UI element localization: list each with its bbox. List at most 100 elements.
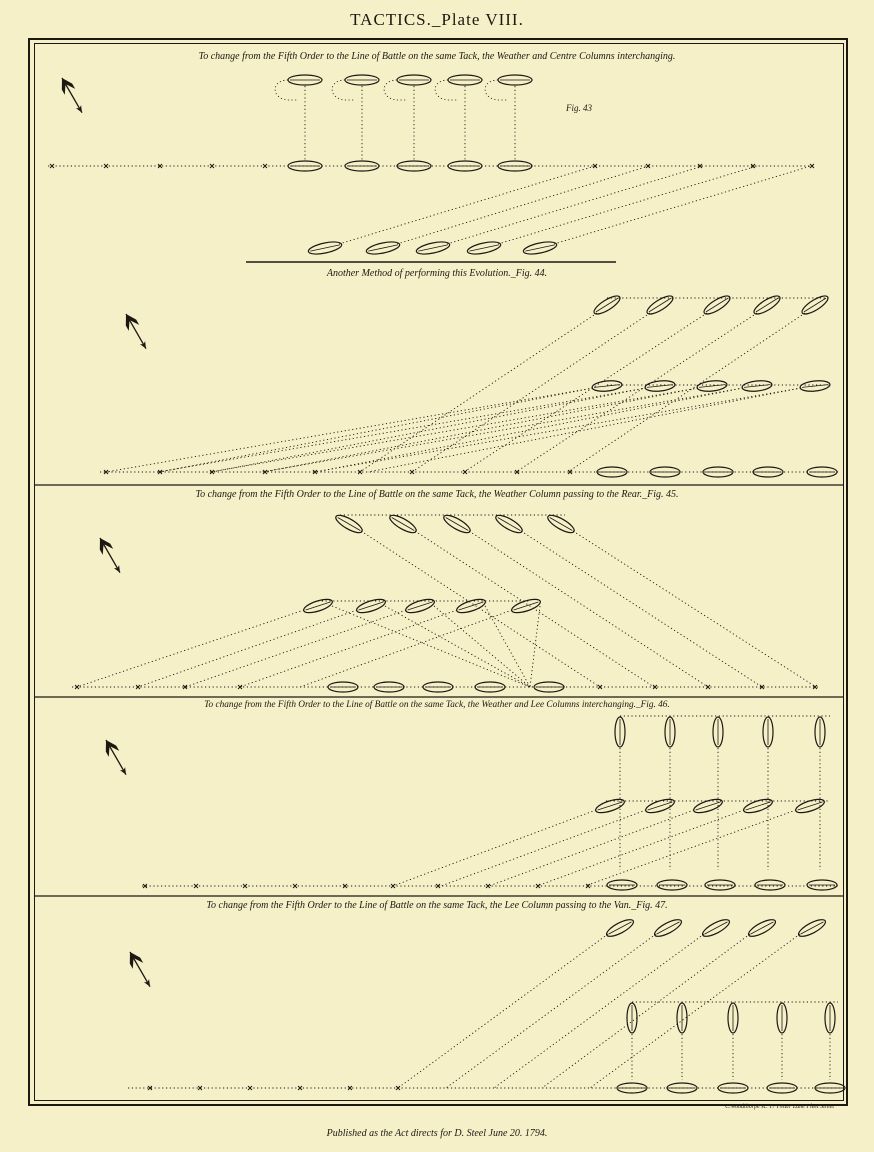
ship-hull (753, 295, 781, 315)
ship-keel (458, 601, 484, 611)
ship-hull (593, 295, 621, 315)
ship-symbol (405, 598, 435, 614)
ship-symbol (649, 466, 681, 478)
dotted-line (433, 605, 531, 688)
station-mark (103, 163, 109, 169)
ship-keel (368, 244, 398, 252)
ship-symbol (644, 380, 676, 392)
ship-hull (644, 380, 676, 392)
ship-symbol (762, 716, 774, 748)
dotted-line (137, 609, 358, 688)
ship-hull (717, 1082, 749, 1094)
ship-hull (799, 380, 831, 392)
ship-hull (696, 380, 728, 392)
ship-keel (513, 601, 539, 611)
ship-keel (750, 921, 774, 935)
ship-hull (606, 879, 638, 891)
ship-hull (806, 879, 838, 891)
ship-symbol (396, 74, 432, 86)
station-mark (237, 684, 243, 690)
ship-hull (547, 514, 575, 534)
ship-symbol (456, 598, 486, 614)
arrow-head (119, 767, 126, 775)
ship-hull (595, 798, 625, 814)
ship-symbol (717, 1082, 749, 1094)
ship-hull (344, 74, 380, 86)
ship-symbol (702, 466, 734, 478)
ship-hull (456, 598, 486, 614)
ship-symbol (814, 1082, 846, 1094)
ship-symbol (703, 295, 731, 315)
dotted-line (520, 530, 763, 688)
station-mark (312, 469, 318, 475)
ship-hull (447, 74, 483, 86)
ship-symbol (801, 295, 829, 315)
wind-arrows (61, 77, 151, 987)
dotted-line (515, 312, 758, 473)
dotted-line (446, 165, 704, 245)
ship-keel (595, 297, 619, 313)
plate-title: TACTICS._Plate VIII. (350, 10, 524, 29)
ship-hull (344, 160, 380, 172)
ship-symbol (596, 466, 628, 478)
ship-hull (307, 241, 343, 255)
ship-keel (648, 297, 672, 313)
ship-symbol (344, 160, 380, 172)
ship-hull (356, 598, 386, 614)
ship-symbol (664, 716, 676, 748)
ship-hull (704, 879, 736, 891)
ship-keel (608, 921, 632, 935)
ship-symbol (704, 879, 736, 891)
ship-keel (305, 601, 331, 611)
ship-symbol (495, 514, 523, 534)
ship-hull (616, 1082, 648, 1094)
fig44-caption: Another Method of performing this Evolut… (326, 268, 548, 279)
dotted-line (367, 387, 802, 473)
ship-symbol (396, 160, 432, 172)
dotted-turn (484, 79, 507, 101)
ship-symbol (797, 919, 827, 937)
ship-hull (511, 598, 541, 614)
dotted-line (468, 530, 709, 688)
station-mark (585, 883, 591, 889)
ship-symbol (776, 1002, 788, 1034)
dotted-turn (383, 79, 406, 101)
ship-symbol (389, 514, 417, 534)
ship-symbol (415, 241, 451, 255)
station-mark (142, 883, 148, 889)
ship-hull (702, 466, 734, 478)
publisher-line: Published as the Act directs for D. Stee… (326, 1128, 548, 1139)
ship-hull (415, 241, 451, 255)
ship-symbol (741, 380, 773, 392)
fig43-label: Fig. 43 (566, 103, 592, 113)
dotted-line (584, 809, 797, 887)
station-mark (157, 163, 163, 169)
dotted-line (299, 609, 513, 688)
dotted-line (263, 387, 699, 473)
ship-hull (712, 716, 724, 748)
ship-hull (727, 1002, 739, 1034)
ship-hull (795, 798, 825, 814)
dotted-line (159, 387, 594, 473)
ship-hull (766, 1082, 798, 1094)
station-mark (535, 883, 541, 889)
ship-keel (445, 517, 469, 531)
station-mark (297, 1085, 303, 1091)
ship-hull (676, 1002, 688, 1034)
ship-hull (405, 598, 435, 614)
station-mark (750, 163, 756, 169)
dotted-line (463, 312, 708, 473)
ship-keel (391, 517, 415, 531)
ship-hull (303, 598, 333, 614)
dotted-line (338, 165, 596, 245)
dotted-line (497, 165, 758, 245)
station-mark (292, 883, 298, 889)
ship-symbol (795, 798, 825, 814)
ship-symbol (287, 160, 323, 172)
ship-symbol (646, 295, 674, 315)
ship-hull (287, 160, 323, 172)
ship-hull (614, 716, 626, 748)
ship-symbol (645, 798, 675, 814)
dotted-turn (274, 79, 297, 101)
ship-hull (747, 919, 777, 937)
